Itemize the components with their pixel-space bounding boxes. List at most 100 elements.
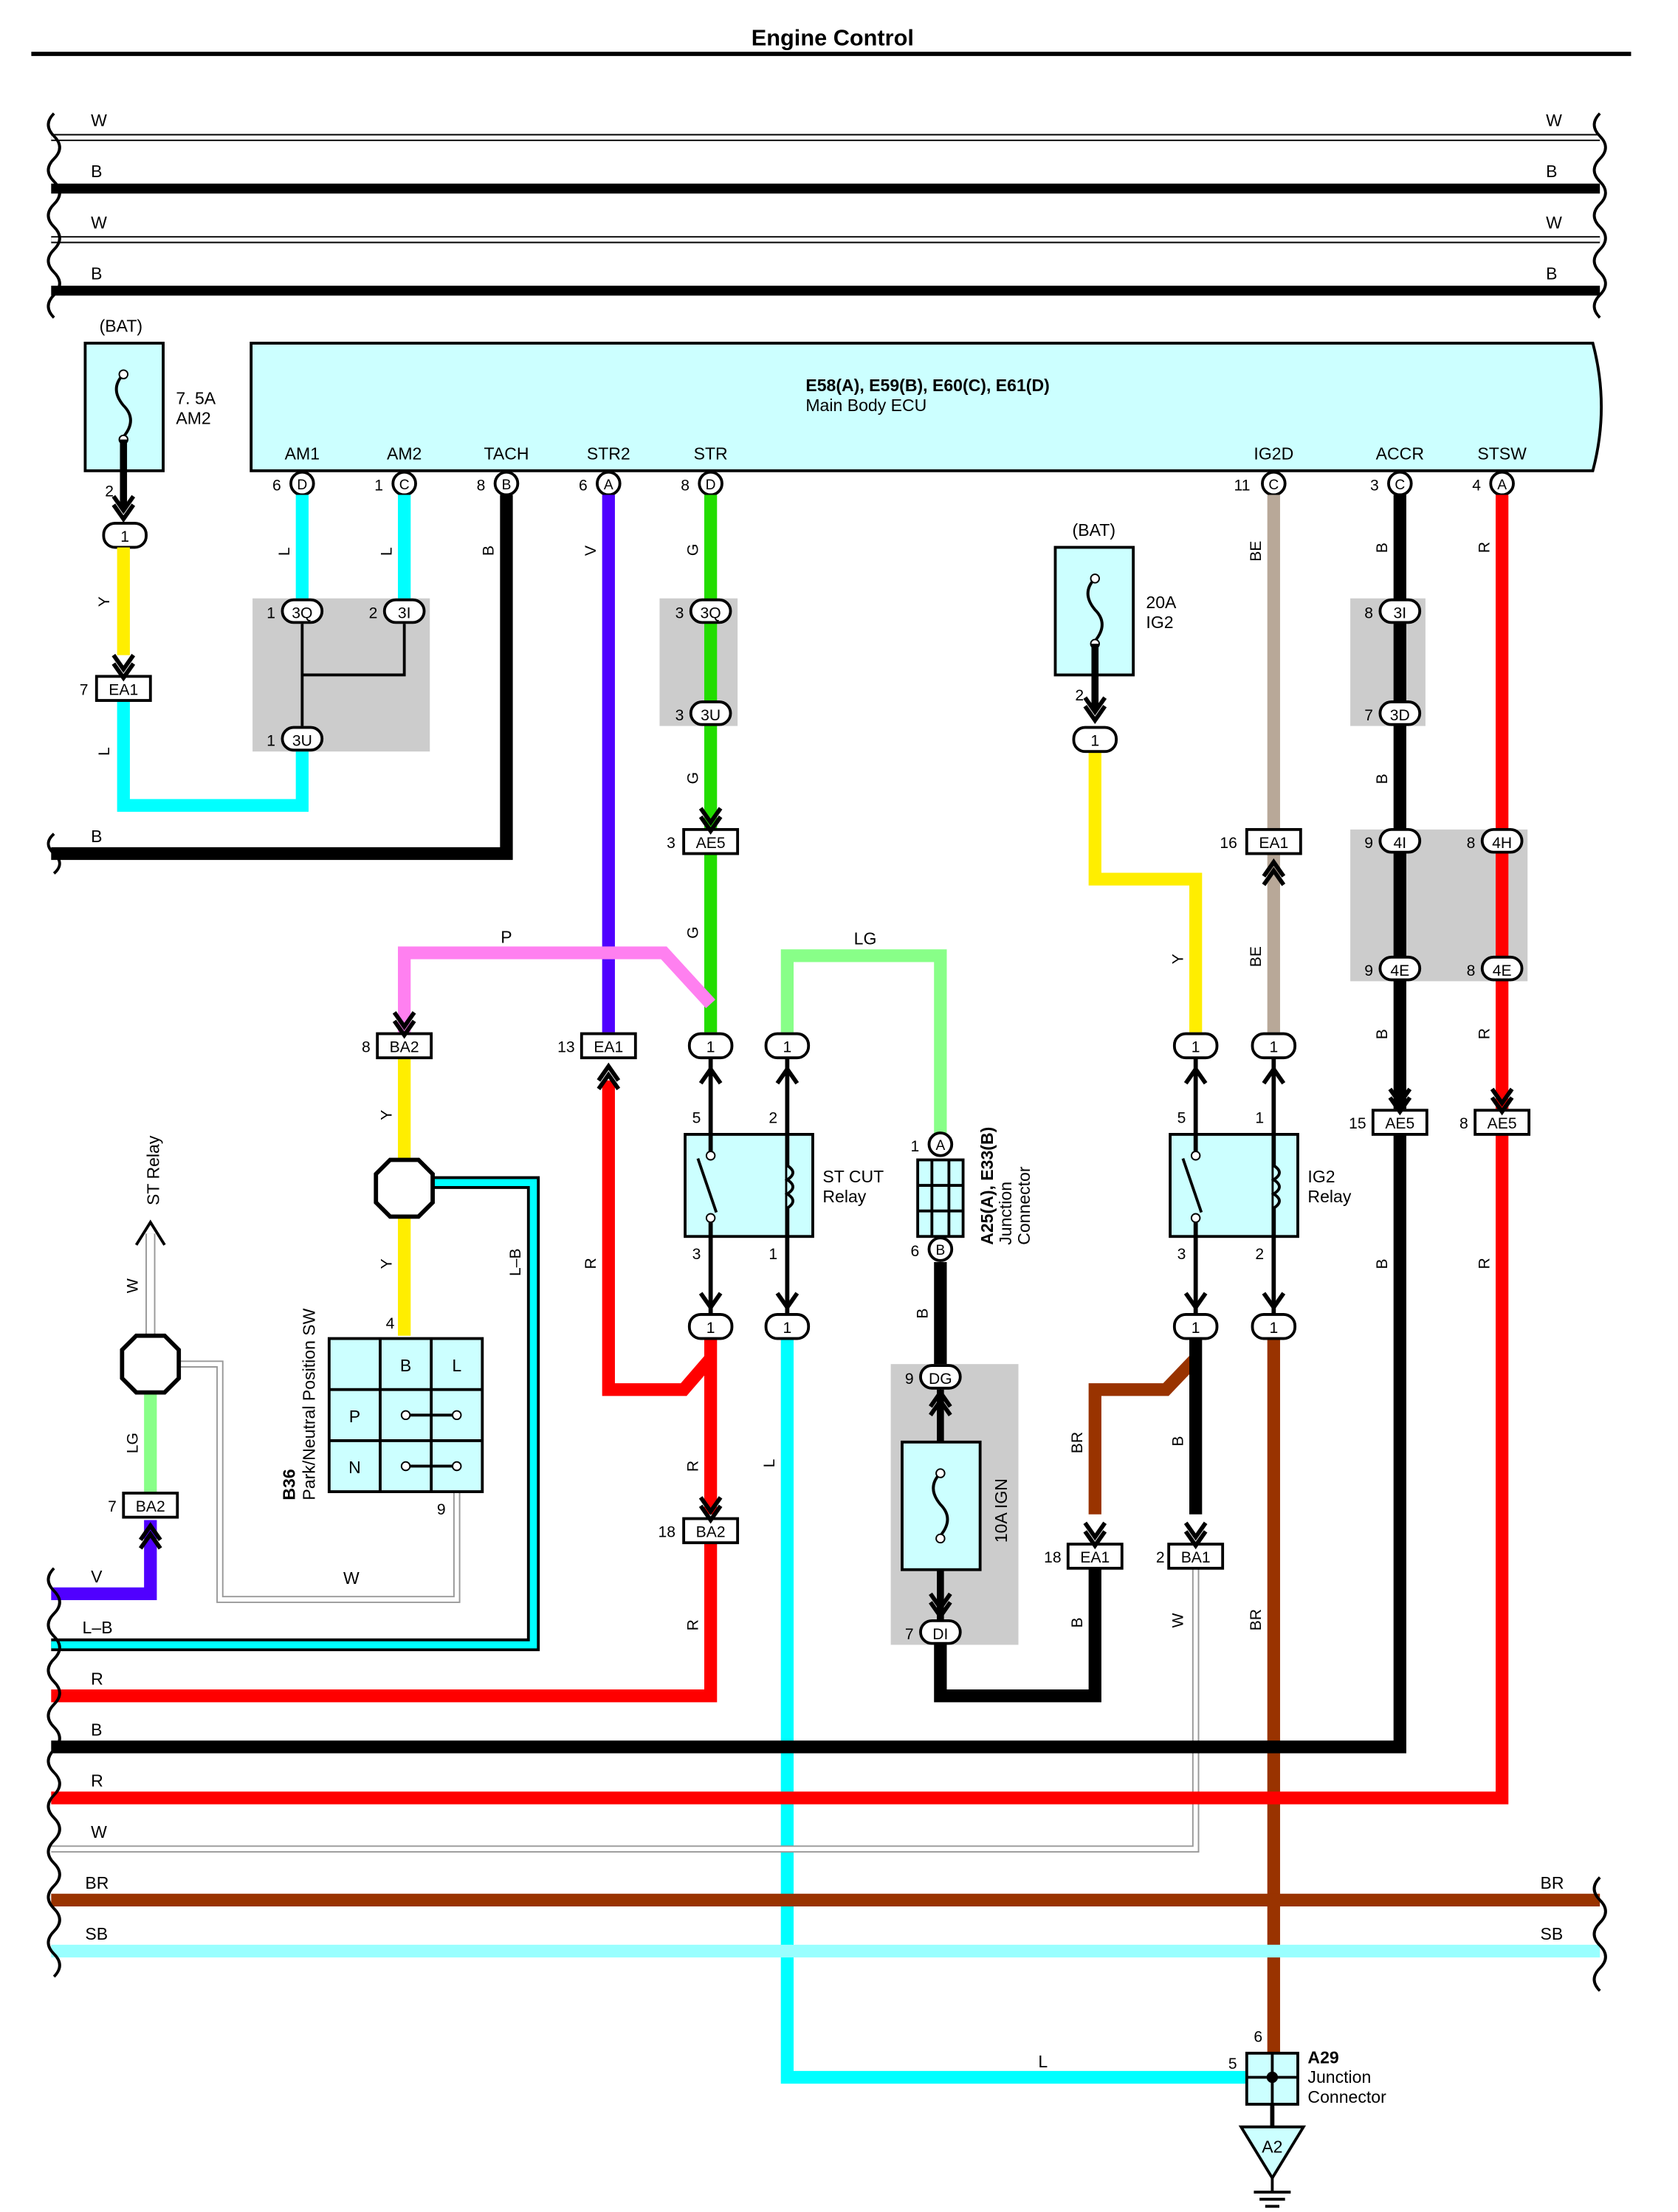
wire-r-str2: [602, 1080, 716, 1396]
wire-label-lb: L–B: [507, 1248, 524, 1276]
svg-text:1: 1: [783, 1320, 792, 1337]
wire-label-b-tach: B: [481, 545, 498, 556]
svg-text:3: 3: [675, 605, 684, 622]
svg-text:9: 9: [437, 1501, 446, 1518]
bus-label-r2: R: [91, 1771, 103, 1791]
svg-text:4E: 4E: [1493, 962, 1512, 979]
svg-text:6: 6: [1254, 2028, 1262, 2045]
svg-text:18: 18: [659, 1524, 676, 1541]
wire-label-lg: LG: [854, 928, 877, 948]
svg-text:BA2: BA2: [696, 1524, 726, 1541]
fuse-ig2-pin: 2: [1075, 687, 1084, 704]
wire-r-bus2: [51, 1134, 1509, 1805]
wire-label-b-junction: B: [915, 1309, 932, 1319]
svg-text:EA1: EA1: [1259, 835, 1288, 852]
svg-text:2: 2: [1156, 1549, 1165, 1566]
wire-label-r-bus1: R: [684, 1619, 701, 1630]
svg-text:1: 1: [374, 478, 383, 495]
svg-text:7: 7: [1364, 707, 1373, 724]
svg-text:2: 2: [369, 605, 378, 622]
svg-text:A: A: [604, 478, 613, 493]
wire-lg-relay: [780, 949, 947, 1134]
wire-label-w-st: W: [343, 1568, 360, 1588]
wire-label-r-str2: R: [582, 1258, 599, 1269]
wire-p: [398, 946, 716, 1033]
svg-text:1: 1: [1269, 1320, 1278, 1337]
svg-text:1: 1: [1192, 1038, 1200, 1055]
svg-text:D: D: [706, 478, 716, 493]
fuse-ig2-rating: 20A: [1146, 593, 1177, 612]
svg-text:AE5: AE5: [1385, 1115, 1414, 1132]
fuse-10a-ign: 10A IGN: [901, 1388, 1011, 1621]
wire-b-bus: [51, 1134, 1406, 1754]
svg-text:3I: 3I: [398, 605, 411, 622]
st-relay-label: ST Relay: [143, 1135, 162, 1205]
svg-text:1: 1: [783, 1038, 792, 1055]
bus-label-sb-right: SB: [1541, 1924, 1564, 1943]
ground-a2: A2: [1262, 2137, 1282, 2156]
wire-label-y-am2: Y: [96, 596, 113, 607]
ecu-term-am1: AM1: [285, 444, 320, 463]
pnp-name: Park/Neutral Position SW: [300, 1308, 319, 1500]
ecu-subtitle: Main Body ECU: [805, 396, 926, 415]
svg-text:6: 6: [579, 478, 588, 495]
bus-label-b-tach: B: [91, 827, 102, 846]
wire-label-r-stsw2: R: [1476, 1028, 1493, 1039]
svg-text:9: 9: [1364, 835, 1373, 852]
page-title: Engine Control: [752, 24, 914, 50]
svg-text:5: 5: [692, 1110, 701, 1127]
ecu-term-str2: STR2: [587, 444, 630, 463]
wire-label-l-a29: L: [1038, 2052, 1048, 2071]
svg-text:7: 7: [108, 1498, 117, 1515]
svg-text:3U: 3U: [701, 707, 721, 724]
svg-text:3I: 3I: [1394, 605, 1407, 622]
svg-text:7: 7: [905, 1626, 914, 1643]
ecu-title: E58(A), E59(B), E60(C), E61(D): [805, 376, 1049, 395]
st-relay-arrow: [134, 1219, 166, 1246]
svg-text:5: 5: [1177, 1110, 1186, 1127]
svg-text:1: 1: [267, 605, 275, 622]
wire-label-b-accr1: B: [1374, 542, 1391, 553]
wire-l-am2: [117, 700, 309, 812]
svg-text:1: 1: [1255, 1110, 1264, 1127]
junction-a25-name: A25(A), E33(B): [977, 1127, 997, 1245]
wire-label-l-am2b: L: [378, 547, 395, 556]
svg-text:3D: 3D: [1390, 707, 1410, 724]
junction-a25: A 1 B 6 A25(A), E33(B) Junction Connecto…: [911, 1127, 1034, 1262]
top-bus-b2-label-left: B: [91, 263, 102, 283]
ecu-term-tach: TACH: [484, 444, 529, 463]
svg-text:7: 7: [80, 681, 89, 698]
svg-text:4: 4: [1472, 478, 1481, 495]
wire-label-lg-st: LG: [124, 1433, 141, 1453]
svg-text:1: 1: [1269, 1038, 1278, 1055]
svg-text:11: 11: [1234, 478, 1251, 495]
svg-text:9: 9: [1364, 962, 1373, 979]
svg-text:1: 1: [1192, 1320, 1200, 1337]
svg-text:6: 6: [911, 1243, 920, 1260]
wire-label-w-strelay: W: [124, 1278, 141, 1293]
wire-label-p: P: [501, 928, 512, 947]
wire-label-w-ba1: W: [1169, 1613, 1186, 1627]
wire-label-b-accr4: B: [1374, 1258, 1391, 1269]
top-bus-b1-label-right: B: [1546, 162, 1557, 181]
st-cut-relay-name: ST CUT: [822, 1167, 884, 1186]
fuse-am2: (BAT) 7. 5A AM2 2 1: [83, 317, 216, 549]
svg-text:13: 13: [557, 1038, 575, 1055]
wire-label-be1: BE: [1248, 541, 1265, 562]
ig2-relay-sub: Relay: [1307, 1187, 1351, 1206]
svg-text:B: B: [502, 478, 512, 493]
svg-text:1: 1: [768, 1246, 777, 1263]
wire-w-ba1: [51, 1568, 1200, 1853]
bus-label-lb: L–B: [83, 1618, 113, 1637]
wire-l-relay: [780, 1338, 1245, 2084]
svg-text:4: 4: [386, 1315, 395, 1332]
svg-text:B: B: [935, 1243, 945, 1258]
top-bus-b1: B B: [51, 162, 1600, 194]
fuse-am2-source: (BAT): [100, 317, 142, 336]
